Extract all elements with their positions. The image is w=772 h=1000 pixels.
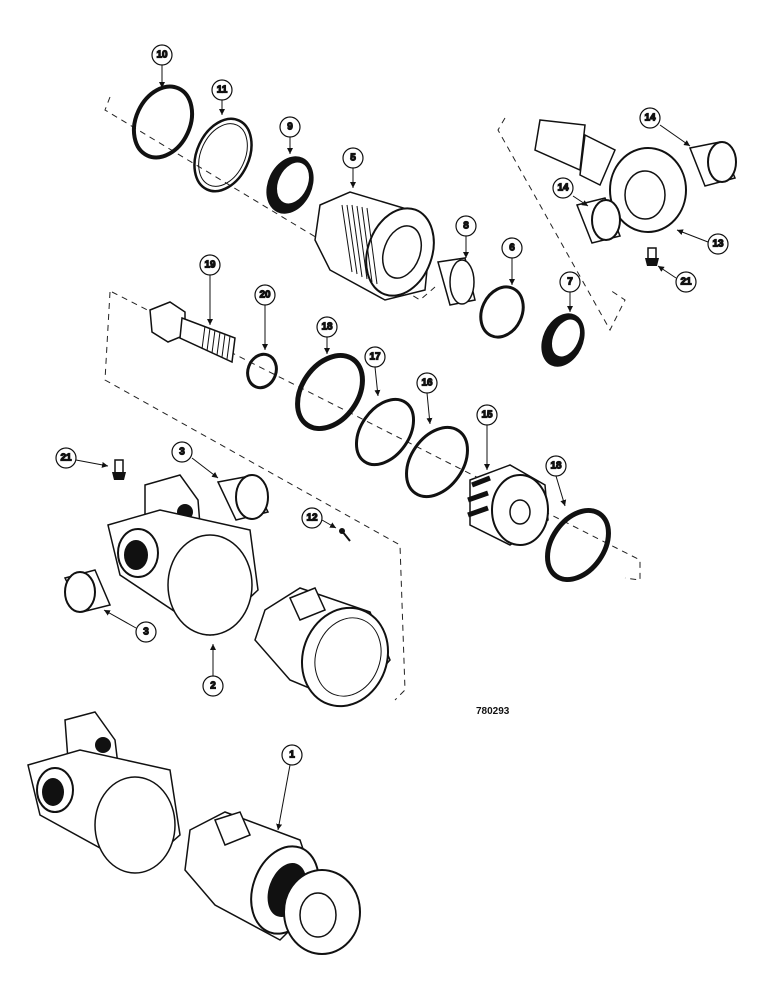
- part-18-wear-ring-lower: [545, 507, 611, 583]
- part-18-wear-ring-upper: [295, 353, 365, 431]
- callout-5: 5: [342, 147, 364, 169]
- part-11-ring: [193, 117, 253, 193]
- part-7-seal: [541, 313, 585, 367]
- group-outlines: [104, 96, 641, 701]
- callout-18-lower: 18: [545, 455, 567, 477]
- callout-20: 20: [254, 284, 276, 306]
- svg-text:21: 21: [680, 277, 692, 288]
- part-21-grease-fitting-left: [112, 459, 126, 480]
- callout-16: 16: [416, 372, 438, 394]
- svg-text:7: 7: [567, 277, 573, 288]
- svg-text:15: 15: [481, 410, 493, 421]
- cylinder-barrel: [254, 587, 391, 708]
- callout-19: 19: [199, 254, 221, 276]
- callout-3-lower: 3: [135, 621, 157, 643]
- callout-17: 17: [364, 346, 386, 368]
- part-17-ring: [354, 397, 416, 467]
- svg-text:11: 11: [217, 85, 228, 96]
- part-10-snap-ring: [131, 84, 195, 160]
- callout-13: 13: [707, 233, 729, 255]
- callout-11: 11: [211, 79, 233, 101]
- callout-21-upper: 21: [675, 271, 697, 293]
- part-1-assembled-cylinder: [27, 711, 361, 955]
- part-15-piston: [467, 464, 549, 546]
- callout-12: 12: [301, 507, 323, 529]
- part-3-bushing-upper: [216, 474, 270, 521]
- svg-text:21: 21: [60, 453, 72, 464]
- part-19-bolt: [149, 301, 236, 364]
- callout-10: 10: [151, 44, 173, 66]
- svg-text:18: 18: [550, 461, 562, 472]
- part-13-rod-eye: [534, 119, 687, 233]
- svg-text:19: 19: [204, 260, 216, 271]
- svg-text:13: 13: [712, 239, 724, 250]
- callout-2: 2: [202, 675, 224, 697]
- svg-text:12: 12: [306, 513, 318, 524]
- part-14-bushing-lower: [575, 197, 622, 244]
- part-8-bushing: [437, 257, 476, 306]
- part-2-cylinder-end: [107, 474, 259, 636]
- svg-text:6: 6: [509, 243, 515, 254]
- callout-21-left: 21: [55, 447, 77, 469]
- svg-text:2: 2: [210, 681, 216, 692]
- part-6-ring: [479, 285, 525, 339]
- svg-text:17: 17: [369, 352, 381, 363]
- part-5-gland: [314, 191, 435, 301]
- svg-text:16: 16: [421, 378, 433, 389]
- part-21-grease-fitting-upper: [645, 247, 659, 266]
- svg-text:20: 20: [259, 290, 271, 301]
- callout-18-upper: 18: [316, 316, 338, 338]
- callout-6: 6: [501, 237, 523, 259]
- svg-text:8: 8: [463, 221, 469, 232]
- part-20-washer: [246, 352, 278, 390]
- svg-text:18: 18: [321, 322, 333, 333]
- svg-text:14: 14: [644, 113, 656, 124]
- svg-text:5: 5: [350, 153, 356, 164]
- leader-lines: [75, 65, 709, 831]
- callout-7: 7: [559, 271, 581, 293]
- svg-text:3: 3: [143, 627, 149, 638]
- callouts: 10 11 9 5 8 6 7 14 14 13 21 19 20 18 17 …: [55, 44, 729, 766]
- svg-text:9: 9: [287, 122, 293, 133]
- figure-number: 780293: [476, 706, 510, 717]
- callout-3-upper: 3: [171, 441, 193, 463]
- svg-text:1: 1: [289, 750, 295, 761]
- callout-9: 9: [279, 116, 301, 138]
- callout-15: 15: [476, 404, 498, 426]
- callout-8: 8: [455, 215, 477, 237]
- callout-14-lower: 14: [552, 177, 574, 199]
- svg-text:14: 14: [557, 183, 569, 194]
- part-9-wiper-seal: [266, 156, 314, 214]
- callout-1: 1: [281, 744, 303, 766]
- svg-text:10: 10: [156, 50, 168, 61]
- callout-14-upper: 14: [639, 107, 661, 129]
- part-3-bushing-lower: [63, 569, 112, 613]
- part-14-bushing-upper: [688, 141, 737, 187]
- part-16-ring: [405, 425, 469, 499]
- svg-text:3: 3: [179, 447, 185, 458]
- part-12-screw: [339, 528, 351, 542]
